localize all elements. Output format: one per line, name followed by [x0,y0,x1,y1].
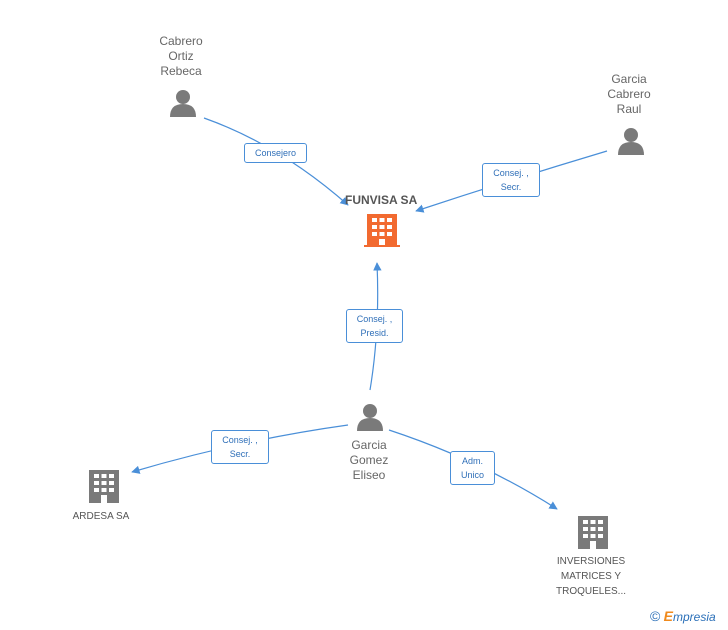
brand-name: mpresia [673,610,716,624]
relation-label-consej-secr: Consej. , Secr. [482,163,540,197]
person-icon[interactable] [357,404,383,431]
empresia-watermark: © Empresia [650,608,716,624]
building-icon[interactable] [89,470,119,503]
central-company-name[interactable]: FUNVISA SA [345,193,418,207]
copyright-symbol: © [650,608,661,624]
building-icon-central[interactable] [364,214,400,247]
brand-initial: E [663,608,674,624]
company-name-ardesa[interactable]: ARDESA SA [72,511,130,522]
relation-label-consejero: Consejero [244,143,307,163]
person-icon[interactable] [618,128,644,155]
relation-label-adm-unico: Adm. Unico [450,451,495,485]
person-name-garcia-raul[interactable]: Garcia Cabrero Raul [607,72,651,116]
person-name-cabrero[interactable]: Cabrero Ortiz Rebeca [159,34,203,78]
building-icon[interactable] [578,516,608,549]
person-name-garcia-eliseo[interactable]: Garcia Gomez Eliseo [349,438,389,482]
company-name-inversiones[interactable]: INVERSIONES MATRICES Y TROQUELES... [555,556,626,597]
relation-label-consej-secr: Consej. , Secr. [211,430,269,464]
relation-label-consej-presid: Consej. , Presid. [346,309,403,343]
person-icon[interactable] [170,90,196,117]
